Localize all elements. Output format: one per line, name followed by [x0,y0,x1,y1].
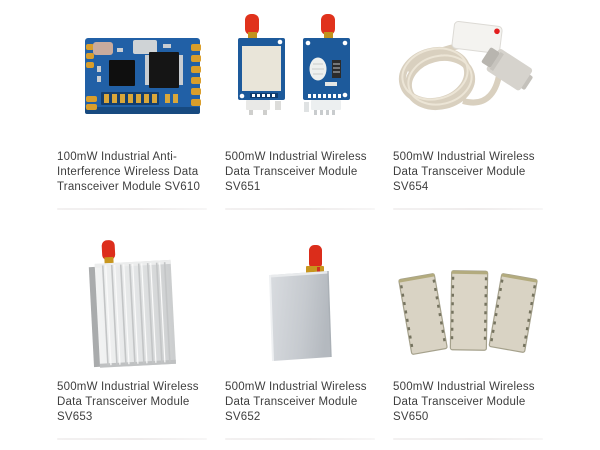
card-divider [57,438,207,440]
three-smd-modules-illustration [398,270,538,355]
card-divider [225,438,375,440]
two-pcb-boards-illustration [238,14,350,115]
product-image-sv654[interactable] [393,8,543,140]
product-title-sv652[interactable]: 500mW Industrial Wireless Data Transceiv… [225,381,367,423]
product-image-sv653[interactable] [57,238,207,370]
product-card-sv652: 500mW Industrial Wireless Data Transceiv… [225,238,375,440]
product-title-sv610[interactable]: 100mW Industrial Anti-Interference Wirel… [57,151,201,193]
product-card-sv650: 500mW Industrial Wireless Data Transceiv… [393,238,543,440]
card-divider [393,438,543,440]
card-divider [225,208,375,210]
product-card-sv610: 100mW Industrial Anti-Interference Wirel… [57,8,207,210]
product-image-sv610[interactable] [57,8,207,140]
product-title-sv654[interactable]: 500mW Industrial Wireless Data Transceiv… [393,151,535,193]
product-image-sv650[interactable] [393,238,543,370]
product-title-sv651[interactable]: 500mW Industrial Wireless Data Transceiv… [225,151,367,193]
blue-pcb-module-illustration [85,38,201,114]
product-title-sv653[interactable]: 500mW Industrial Wireless Data Transceiv… [57,381,199,423]
product-card-sv654: 500mW Industrial Wireless Data Transceiv… [393,8,543,210]
product-grid: 100mW Industrial Anti-Interference Wirel… [57,8,543,440]
aluminum-case-module-illustration [88,240,176,368]
metal-box-module-illustration [269,245,332,362]
product-card-sv653: 500mW Industrial Wireless Data Transceiv… [57,238,207,440]
cable-adapter-illustration [398,21,533,111]
card-divider [57,208,207,210]
product-image-sv652[interactable] [225,238,375,370]
product-image-sv651[interactable] [225,8,375,140]
product-title-sv650[interactable]: 500mW Industrial Wireless Data Transceiv… [393,381,535,423]
product-card-sv651: 500mW Industrial Wireless Data Transceiv… [225,8,375,210]
card-divider [393,208,543,210]
